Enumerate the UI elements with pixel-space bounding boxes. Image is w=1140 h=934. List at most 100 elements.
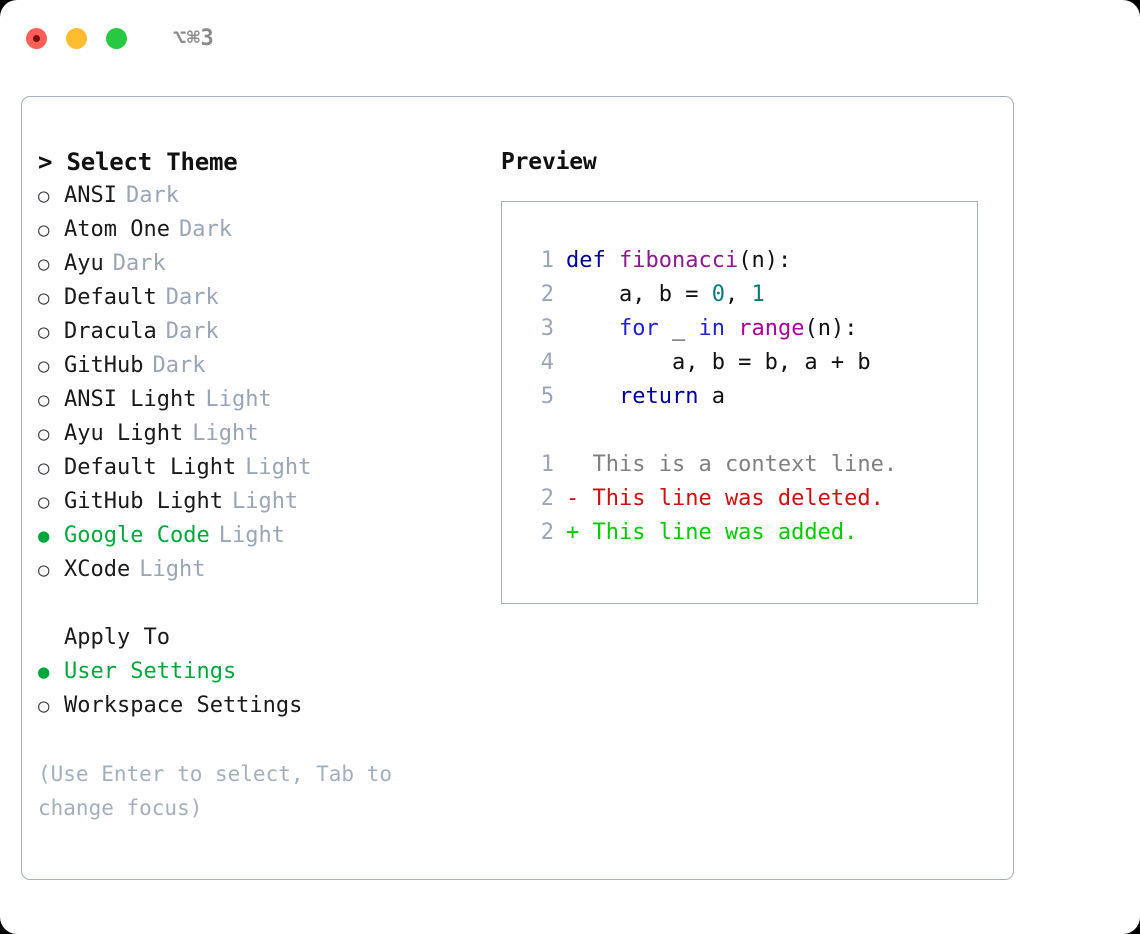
radio-unselected-icon: ○ xyxy=(38,389,50,411)
line-number: 2 xyxy=(540,282,554,307)
code-token-kw2: for xyxy=(618,316,659,341)
keyboard-hint: (Use Enter to select, Tab to change focu… xyxy=(38,762,405,820)
theme-option-github[interactable]: ○ GitHub Dark xyxy=(38,349,488,383)
code-token-kw: return xyxy=(618,384,699,409)
code-line: 2 a, b = 0, 1 xyxy=(520,278,977,312)
theme-option-github-light[interactable]: ○ GitHub Light Light xyxy=(38,485,488,519)
apply-to-option-list[interactable]: ●User Settings ○ Workspace Settings xyxy=(38,655,488,723)
line-number: 1 xyxy=(540,248,554,273)
code-token-plain xyxy=(566,316,619,341)
code-line-text: return a xyxy=(566,380,725,414)
radio-selected-icon: ● xyxy=(38,525,50,547)
theme-option-kind: Light xyxy=(218,523,285,548)
radio-unselected-icon: ○ xyxy=(38,321,50,343)
theme-option-label: Default xyxy=(64,285,157,310)
theme-option-label: GitHub xyxy=(64,353,144,378)
minimize-button[interactable] xyxy=(66,27,87,49)
line-number: 3 xyxy=(540,316,554,341)
theme-option-label: GitHub Light xyxy=(64,489,223,514)
code-token-fn: fibonacci xyxy=(619,248,739,273)
theme-option-label: Dracula xyxy=(64,319,157,344)
line-number: 1 xyxy=(540,452,554,477)
theme-option-label: Ayu xyxy=(64,251,104,276)
theme-option-kind: Dark xyxy=(112,251,166,276)
line-number: 2 xyxy=(540,486,554,511)
line-number: 4 xyxy=(540,350,554,375)
close-icon xyxy=(33,34,40,42)
theme-option-kind: Light xyxy=(192,421,259,446)
code-line-text: def fibonacci(n): xyxy=(566,244,791,278)
code-token-plain: (n): xyxy=(804,316,858,341)
apply-to-option-workspace-settings[interactable]: ○ Workspace Settings xyxy=(38,689,488,723)
radio-unselected-icon: ○ xyxy=(38,491,50,513)
theme-option-ansi-light[interactable]: ○ ANSI Light Light xyxy=(38,383,488,417)
diff-line-text: - This line was deleted. xyxy=(566,486,884,511)
code-line: 1 def fibonacci(n): xyxy=(520,244,977,278)
diff-sample: 1 This is a context line. 2 - This line wa… xyxy=(520,448,977,550)
radio-unselected-icon: ○ xyxy=(38,457,50,479)
code-token-plain: (n): xyxy=(738,248,792,273)
code-diff-separator xyxy=(520,414,977,448)
theme-option-kind: Dark xyxy=(165,319,219,344)
preview-title: Preview xyxy=(501,149,597,175)
diff-line-del: 2 - This line was deleted. xyxy=(520,482,977,516)
code-line: 3 for _ in range(n): xyxy=(520,312,977,346)
theme-option-default-light[interactable]: ○ Default Light Light xyxy=(38,451,488,485)
code-token-kw: def xyxy=(566,248,606,273)
theme-option-ayu[interactable]: ○ Ayu Dark xyxy=(38,247,488,281)
code-token-plain: _ xyxy=(658,316,699,341)
code-token-plain: a xyxy=(698,384,725,409)
radio-unselected-icon: ○ xyxy=(38,355,50,377)
radio-unselected-icon: ○ xyxy=(38,185,50,207)
code-token-plain: a, b = b, a + b xyxy=(566,350,871,375)
code-token-plain: , xyxy=(724,282,752,307)
apply-to-option-user-settings[interactable]: ●User Settings xyxy=(38,655,488,689)
code-line-text: for _ in range(n): xyxy=(566,312,857,346)
theme-option-label: Atom One xyxy=(64,217,170,242)
theme-option-dracula[interactable]: ○ Dracula Dark xyxy=(38,315,488,349)
line-number: 2 xyxy=(540,520,554,545)
theme-option-label: Ayu Light xyxy=(64,421,184,446)
theme-option-kind: Light xyxy=(205,387,272,412)
code-token-fn2: range xyxy=(738,316,805,341)
code-token-kw2: in xyxy=(698,316,725,341)
theme-option-kind: Dark xyxy=(152,353,206,378)
theme-option-kind: Light xyxy=(245,455,312,480)
theme-option-label: Default Light xyxy=(64,455,237,480)
code-line: 5 return a xyxy=(520,380,977,414)
theme-option-kind: Light xyxy=(231,489,299,514)
theme-option-label: ANSI xyxy=(64,183,117,208)
select-theme-header: > Select Theme xyxy=(38,148,238,176)
diff-line-text: This is a context line. xyxy=(566,452,898,477)
radio-unselected-icon: ○ xyxy=(38,287,50,309)
maximize-button[interactable] xyxy=(106,27,127,49)
apply-to-option-label: User Settings xyxy=(64,659,237,684)
theme-option-kind: Dark xyxy=(125,183,179,208)
close-button[interactable] xyxy=(26,27,47,49)
code-line: 4 a, b = b, a + b xyxy=(520,346,977,380)
code-line-text: a, b = 0, 1 xyxy=(566,278,765,312)
code-token-plain xyxy=(606,248,619,273)
apply-to-option-label: Workspace Settings xyxy=(64,693,303,718)
radio-unselected-icon: ○ xyxy=(38,695,50,717)
radio-unselected-icon: ○ xyxy=(38,559,50,581)
line-number: 5 xyxy=(540,384,554,409)
window-title: ⌥⌘3 xyxy=(173,25,215,51)
radio-unselected-icon: ○ xyxy=(38,253,50,275)
code-token-plain xyxy=(725,316,738,341)
theme-option-label: XCode xyxy=(64,557,131,582)
theme-option-ansi[interactable]: ○ ANSI Dark xyxy=(38,179,488,213)
theme-option-label: ANSI Light xyxy=(64,387,197,412)
titlebar: ⌥⌘3 xyxy=(0,0,1140,76)
code-token-plain xyxy=(566,384,619,409)
